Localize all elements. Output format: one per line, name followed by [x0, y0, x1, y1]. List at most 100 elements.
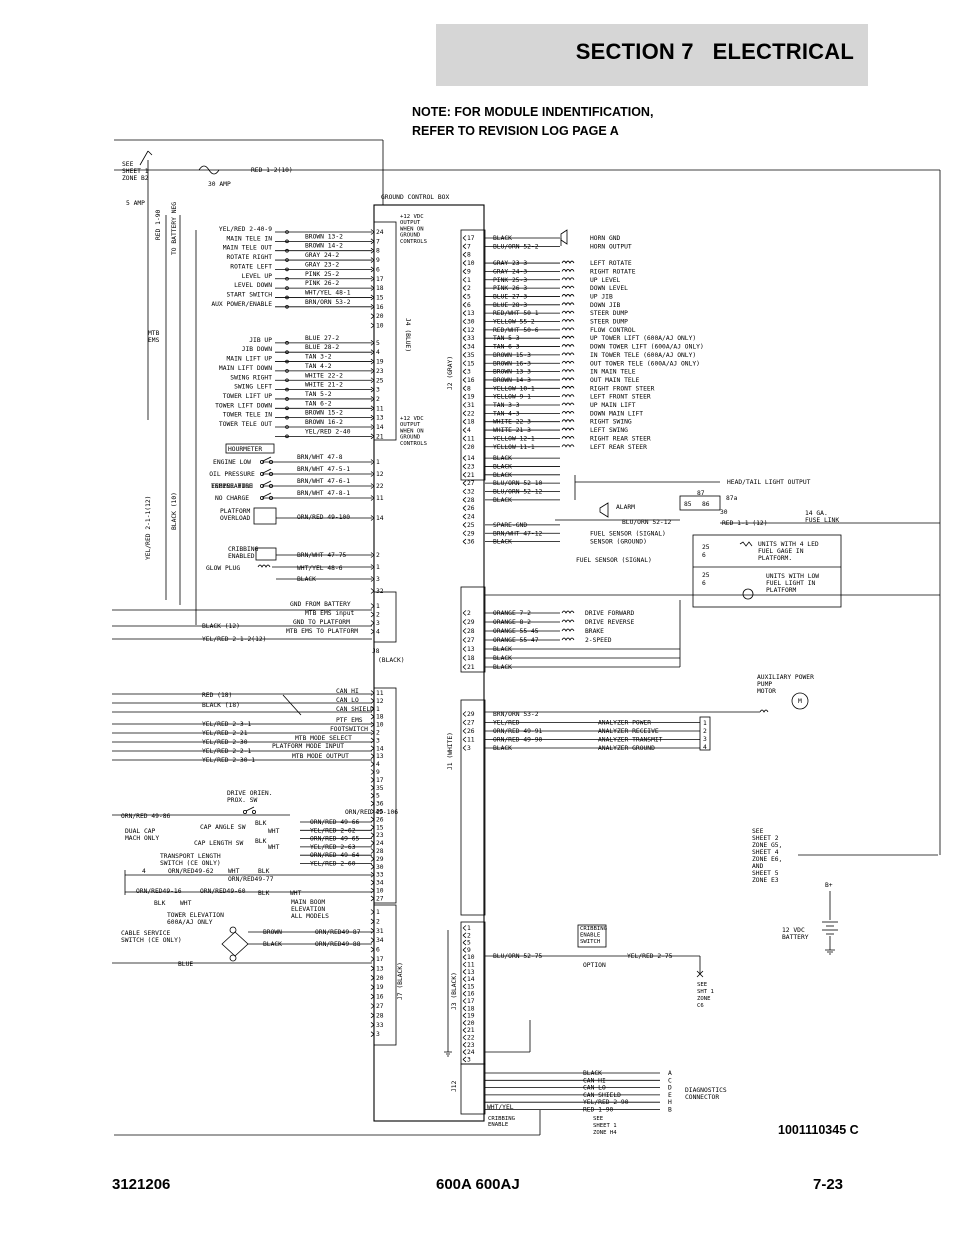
pin-arrow	[370, 816, 375, 823]
cribbing-switch-label: SWITCH	[580, 939, 600, 945]
pin-arrow	[370, 761, 375, 767]
aux-pump-label: PUMP	[757, 681, 772, 688]
pin-arrow	[370, 840, 375, 846]
orn-red-49-77-label: ORN/RED49-77	[228, 876, 274, 883]
pin-arrow	[370, 871, 375, 878]
see-sheet2-label: ZONE G5,	[752, 842, 782, 849]
tower-elev-label: TOWER ELEVATION	[167, 912, 224, 919]
pin-arrow	[462, 243, 467, 250]
pin-arrow	[370, 895, 375, 902]
pump-motor	[791, 692, 809, 710]
j2-function-label: RIGHT ROTATE	[590, 268, 636, 275]
pin-arrow	[370, 729, 375, 736]
feed-switch	[139, 150, 153, 166]
j3-pin: 14	[467, 976, 475, 983]
wht-label: WHT	[180, 900, 192, 907]
j4-switch-terminal	[285, 258, 289, 262]
j2-lower-housing	[460, 586, 486, 673]
engine-switch	[259, 459, 264, 464]
pin-arrow	[462, 343, 467, 350]
valve-coil	[561, 436, 575, 440]
pin-arrow	[370, 405, 375, 412]
fuel-led-label: PLATFORM.	[758, 555, 792, 562]
drive-orien-label: PROX. SW	[227, 797, 258, 804]
valve-coil	[561, 427, 575, 431]
battery-label: BATTERY	[782, 934, 809, 941]
j7-wire-label: ORN/RED 49-65	[310, 836, 359, 843]
pin-arrow	[462, 1049, 467, 1055]
see-sheet1-h4-label: SEE	[593, 1116, 604, 1122]
j2-wire-label: BLACK	[493, 463, 512, 470]
glow-plug-label: GLOW PLUG	[206, 565, 240, 572]
j2-wire-label: BLU/ORN 52-2	[493, 243, 539, 250]
j2-wire-label: GRAY 23-3	[493, 260, 527, 267]
pin-arrow	[462, 335, 467, 342]
black-wire-label: BLACK	[297, 576, 316, 583]
j3-pin: 13	[467, 969, 475, 976]
see-sheet1-h4-label: ZONE H4	[593, 1130, 617, 1136]
j1-left-pin: 34	[376, 880, 384, 887]
pin-arrow	[370, 784, 375, 791]
section-header: SECTION 7 ELECTRICAL	[436, 24, 868, 86]
j4-pin: 17	[376, 276, 384, 283]
pin-arrow	[462, 418, 467, 425]
j3-pin: 20	[467, 1020, 475, 1027]
pin-arrow	[370, 745, 375, 752]
analyzer-connector-pin: 1	[703, 720, 707, 727]
j2-function-label: IN MAIN TELE	[590, 369, 636, 376]
black-label: BLACK	[493, 646, 512, 653]
pin-arrow	[462, 463, 467, 470]
drawing-number: 1001110345 C	[778, 1123, 859, 1137]
alarm-icon	[599, 502, 609, 518]
pin-arrow	[370, 753, 375, 760]
j4-wire-label: TAN 5-2	[305, 391, 332, 398]
head-tail-label: HEAD/TAIL LIGHT OUTPUT	[727, 479, 811, 486]
to-battery-neg-label: TO BATTERY NEG	[171, 202, 178, 255]
j4-function-label: JIB DOWN	[242, 346, 273, 353]
pin-arrow	[462, 497, 467, 503]
j4-pin: 19	[376, 359, 384, 366]
platform-overload-label: PLATFORM	[220, 508, 251, 515]
j2-wire-label: YELLOW 12-1	[493, 435, 535, 442]
yel-red-wire-label: YEL/RED 2-2-1	[202, 748, 251, 755]
j1-left-pin: 23	[376, 832, 384, 839]
j2-function-label: FUEL SENSOR (SIGNAL)	[590, 530, 666, 537]
j8-pin: 2	[376, 612, 380, 619]
see-sheet-ref: SEE	[122, 161, 134, 168]
engine-pin: 22	[376, 483, 384, 490]
pin-arrow	[370, 698, 375, 704]
pin-arrow	[462, 1005, 467, 1012]
pin-arrow	[370, 737, 375, 744]
diag-connector-label: CONNECTOR	[685, 1094, 719, 1101]
fuse-label: 30 AMP	[208, 181, 231, 188]
pin-arrow	[462, 961, 467, 968]
can-label: CAN LO	[336, 697, 359, 704]
j7-pin: 3	[376, 1031, 380, 1038]
j4-wire-label: WHT/YEL 48-1	[305, 289, 351, 296]
engine-wire-label: BRN/WHT 47-8	[297, 454, 343, 461]
pin-arrow	[462, 990, 467, 997]
drive-coil	[561, 637, 575, 641]
j4-switch-terminal	[285, 378, 289, 383]
j3-pin: 2	[467, 932, 471, 939]
pin-arrow	[370, 414, 375, 421]
cable-service-label: CABLE SERVICE	[121, 930, 170, 937]
drive-coil	[561, 628, 575, 632]
pin-arrow	[462, 932, 467, 939]
engine-pin: 11	[376, 495, 384, 502]
j7-pin: 19	[376, 984, 384, 991]
j7-pin: 2	[376, 918, 380, 925]
j2-pin: 11	[467, 435, 475, 442]
j4-wire-label: YEL/RED 2-40	[305, 428, 351, 435]
can-label: CAN HI	[336, 688, 359, 695]
diag-pin-C: C	[668, 1077, 672, 1084]
ground-control-box	[373, 204, 485, 1122]
valve-coil	[561, 369, 575, 373]
cribbing-switch-label: CRIBBING	[580, 926, 608, 932]
gnd-from-battery-label: GND FROM BATTERY	[290, 601, 351, 608]
j1-wire-label: ORANGE 55-45	[493, 628, 539, 635]
relay-box	[679, 495, 721, 511]
relay-pin-85: 85	[684, 501, 692, 508]
drive-orien-switch	[245, 806, 255, 812]
j2-pin: 15	[467, 360, 475, 367]
